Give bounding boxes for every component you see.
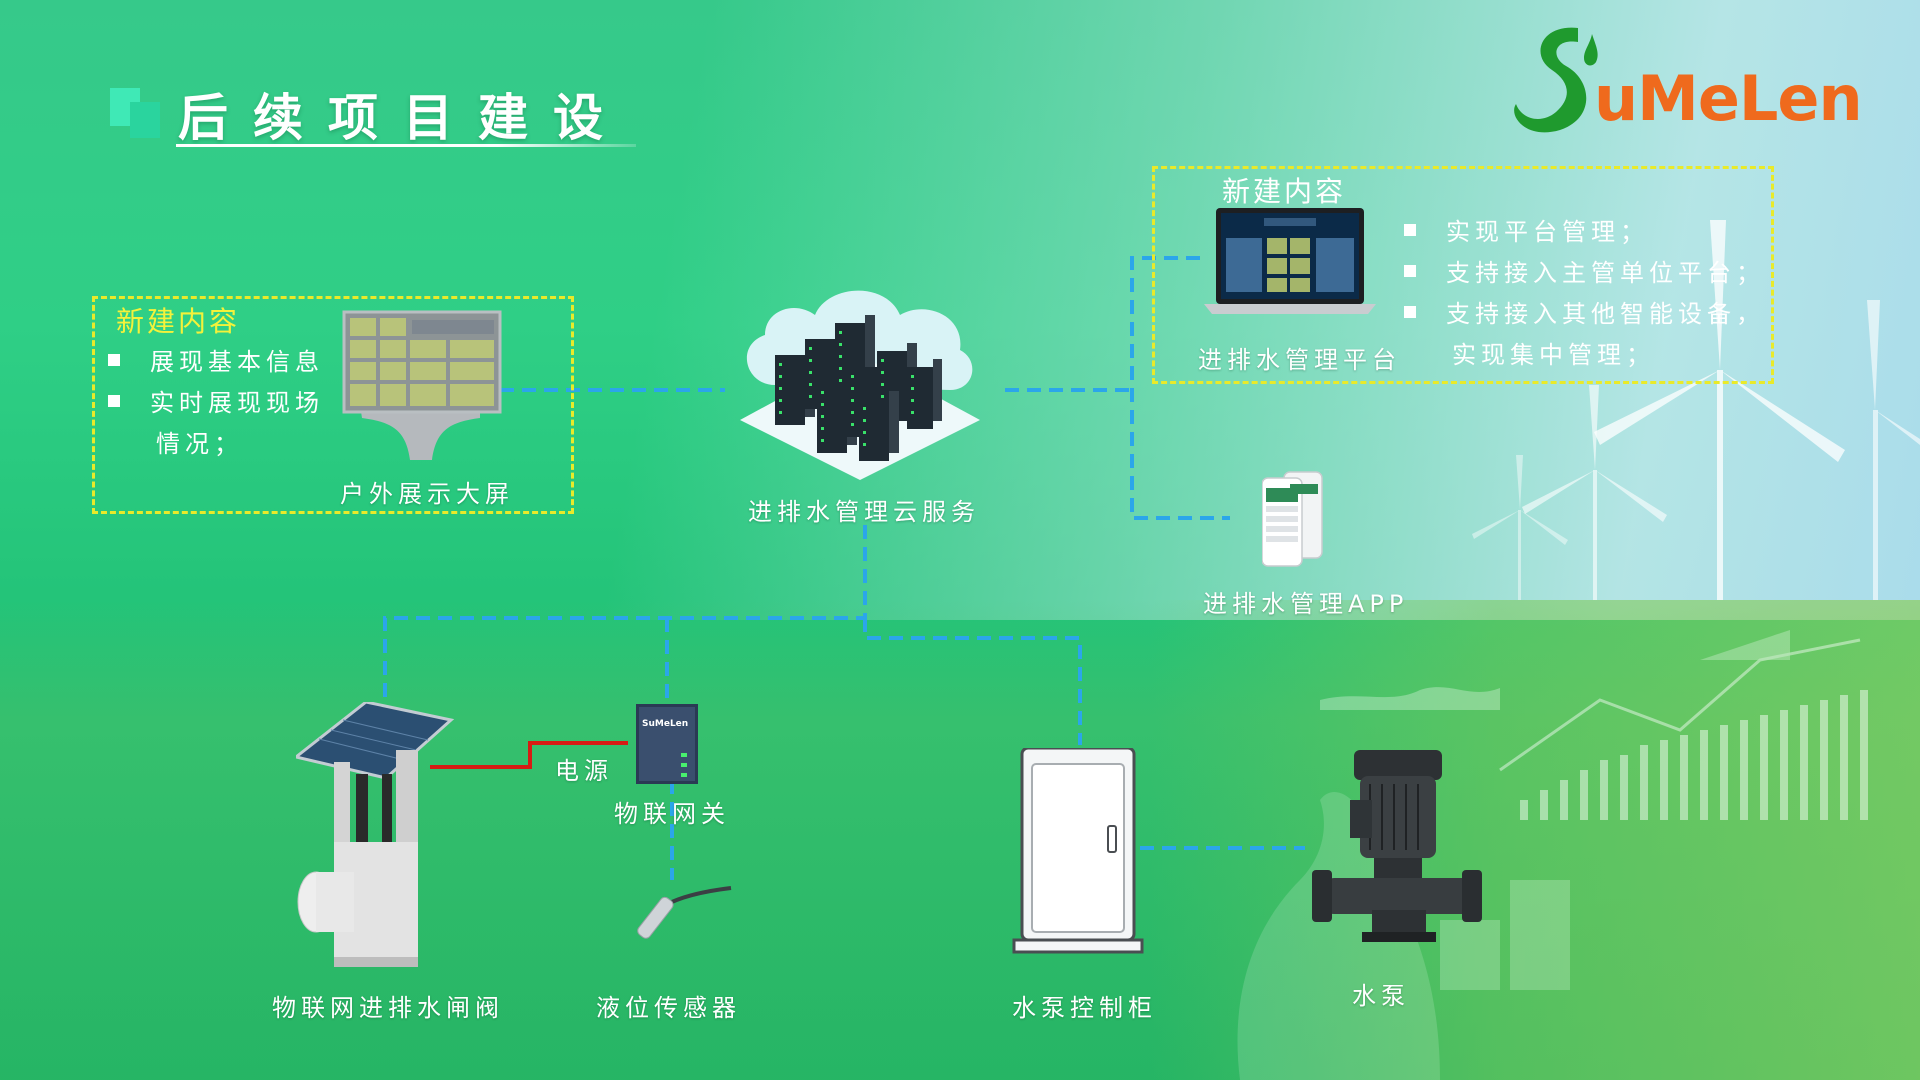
gateway-led-icon-2 (681, 763, 687, 767)
sumelen-logo: uMeLen (1500, 20, 1863, 140)
app-label: 进排水管理APP (1203, 590, 1409, 618)
phone-app-icon (1262, 471, 1323, 567)
sky-background (0, 0, 1920, 620)
title-underline (176, 144, 636, 147)
logo-s-drop-icon (1514, 27, 1598, 133)
management-platform-laptop-icon (1204, 208, 1376, 314)
page-title: 后续项目建设 (178, 89, 628, 147)
title-accent-square-2 (130, 102, 160, 138)
water-pump-icon (1312, 750, 1482, 942)
hand-decoration (1237, 791, 1440, 1080)
iot-gateway-icon: SuMeLen (636, 704, 698, 784)
wind-turbine-icons (1472, 220, 1920, 600)
pump-control-cabinet-label: 水泵控制柜 (1012, 994, 1157, 1022)
iot-water-gate-icon (296, 702, 455, 967)
left-box-title: 新建内容 (116, 305, 241, 338)
right-bullet-1: 实现平台管理； (1404, 212, 1649, 247)
left-bullet-1: 展现基本信息 (108, 342, 324, 377)
iot-gateway-label: 物联网关 (614, 800, 730, 828)
left-content-box (92, 296, 574, 514)
outdoor-display-label: 户外展示大屏 (340, 480, 514, 508)
left-bullet-2: 实时展现现场 (108, 383, 324, 418)
management-platform-label: 进排水管理平台 (1198, 346, 1401, 374)
right-box-title: 新建内容 (1222, 175, 1347, 208)
right-bullet-3-continuation: 实现集中管理； (1452, 341, 1655, 369)
cloud-server-icon (740, 290, 980, 480)
outdoor-display-screen-icon (342, 310, 502, 460)
cloud-service-label: 进排水管理云服务 (748, 498, 980, 526)
water-pump-label: 水泵 (1352, 982, 1410, 1010)
logo-wordmark: uMeLen (1594, 62, 1863, 135)
level-sensor-icon (637, 886, 732, 939)
grass-field-background (0, 600, 1920, 1080)
right-content-box (1152, 166, 1774, 384)
power-label: 电源 (555, 757, 613, 785)
right-bullet-3: 支持接入其他智能设备， (1404, 294, 1765, 329)
right-bullet-2: 支持接入主管单位平台； (1404, 253, 1765, 288)
left-bullet-2-continuation: 情况； (156, 430, 243, 458)
data-hologram-decoration (1320, 630, 1868, 990)
pump-control-cabinet-icon (1012, 748, 1144, 954)
gateway-brand-text: SuMeLen (642, 719, 689, 729)
iot-water-gate-label: 物联网进排水闸阀 (272, 994, 504, 1022)
gateway-led-icon (681, 753, 687, 757)
gateway-led-icon-3 (681, 773, 687, 777)
level-sensor-label: 液位传感器 (596, 994, 741, 1022)
